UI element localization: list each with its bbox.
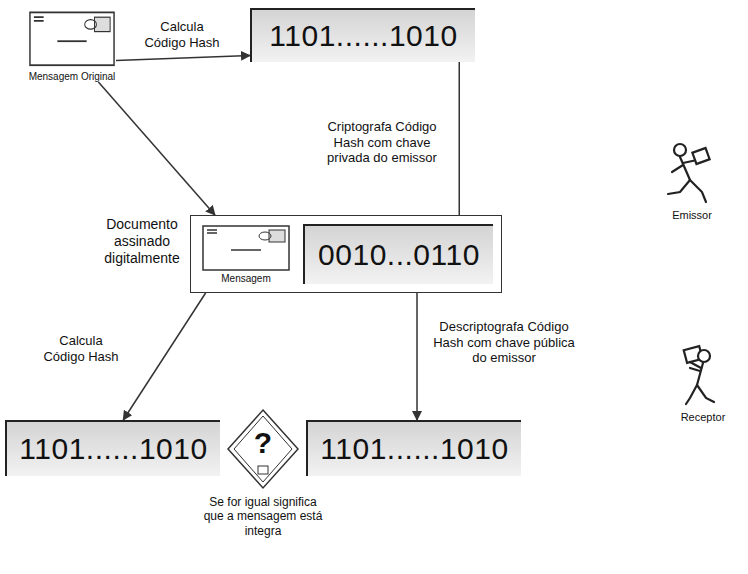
edge-label: Calcula Código Hash [38, 332, 124, 365]
result-note: Se for igual significa que a mensagem es… [196, 494, 330, 539]
arrow-connector [459, 62, 461, 224]
hash-value: 1101......1010 [269, 19, 457, 53]
signed-document-box: Documento assinado digitalmenteMensagem0… [190, 215, 502, 293]
question-mark: ? [226, 426, 300, 460]
edge-label: Calcula Código Hash [140, 18, 224, 51]
arrow-connector [116, 56, 250, 61]
icon-label: Mensagem [201, 273, 291, 284]
hash-value: 1101......1010 [320, 432, 508, 466]
decision-diamond: ? [226, 408, 300, 490]
arrow-connector [123, 293, 205, 420]
message-envelope: Mensagem Original [28, 10, 116, 82]
hash-code-box: 0010...0110 [303, 224, 493, 284]
arrow-connector [416, 284, 418, 420]
sender-figure [668, 144, 710, 202]
hash-value: 0010...0110 [318, 238, 480, 272]
edge-label: Descriptografa Código Hash com chave púb… [428, 318, 580, 367]
arrow-connector [98, 82, 215, 215]
hash-code-box: 1101......1010 [306, 420, 521, 476]
receiver-figure [684, 346, 714, 404]
hash-code-box: 1101......1010 [5, 420, 220, 476]
box-heading: Documento assinado digitalmente [99, 216, 185, 266]
icon-label: Mensagem Original [28, 71, 116, 82]
figure-label: Emissor [660, 208, 724, 223]
edge-label: Criptografa Código Hash com chave privad… [312, 118, 452, 167]
figure-label: Receptor [668, 410, 738, 425]
hash-code-box: 1101......1010 [250, 8, 475, 62]
message-envelope: Mensagem [201, 224, 291, 284]
hash-value: 1101......1010 [19, 432, 207, 466]
